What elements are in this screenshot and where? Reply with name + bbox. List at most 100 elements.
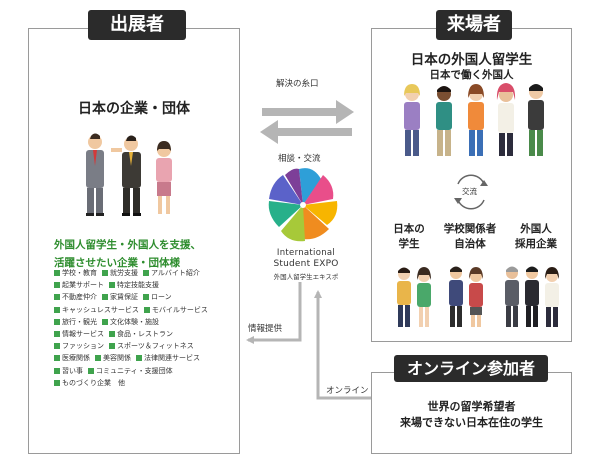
logo-text-line-1: International: [276, 248, 336, 258]
online-line-2: 来場できない日本在住の学生: [400, 416, 543, 429]
industry-label: スポーツ＆フィットネス: [117, 342, 194, 351]
green-square-icon: [109, 343, 115, 350]
industry-item: 食品・レストラン: [109, 328, 173, 340]
industry-label: 起業サポート: [62, 281, 104, 290]
solution-label: 解決の糸口: [276, 79, 319, 89]
category-recruiting-companies: 外国人 採用企業: [506, 222, 566, 252]
visitors-tag: 来場者: [436, 10, 512, 40]
industry-item: 学校・教育: [54, 267, 97, 279]
industry-item: 不動産仲介: [54, 291, 97, 303]
industry-item: 特定技能支援: [109, 279, 159, 291]
exhibitors-subtitle: 日本の企業・団体: [78, 101, 190, 117]
industry-label: 食品・レストラン: [117, 330, 173, 339]
exhibitors-panel: [28, 28, 240, 454]
green-square-icon: [143, 306, 150, 313]
industry-row: 不動産仲介 家賃保証 ローン: [54, 291, 234, 303]
green-square-icon: [54, 270, 60, 276]
exchange-cycle-icon: [454, 174, 488, 210]
logo-text-line-2: Student EXPO: [273, 259, 339, 269]
category-line: 学校関係者: [443, 223, 497, 235]
industry-list: 学校・教育 就労支援 アルバイト紹介起業サポート 特定技能支援不動産仲介 家賃保証 ローン…: [54, 267, 234, 389]
industry-label: 不動産仲介: [62, 293, 97, 302]
logo-text-line-3: 外国人留学生エキスポ: [273, 273, 339, 281]
green-square-icon: [109, 282, 115, 289]
green-square-icon: [95, 355, 101, 362]
description-line-2: 活躍させたい企業・団体様: [54, 257, 180, 269]
industry-label: ファッション: [62, 342, 104, 351]
industry-item: スポーツ＆フィットネス: [109, 340, 194, 352]
industry-item: 法律関連サービス: [136, 352, 200, 364]
industry-item: ものづくり企業 他: [54, 377, 125, 389]
industry-row: 習い事 コミュニティ・支援団体: [54, 365, 234, 377]
green-square-icon: [88, 367, 94, 374]
industry-item: 医療関係: [54, 352, 90, 364]
industry-item: ローン: [143, 291, 172, 303]
green-square-icon: [54, 282, 60, 289]
business-people-illustration: [86, 133, 172, 216]
industry-row: ファッション スポーツ＆フィットネス: [54, 340, 234, 352]
industry-label: 情報サービス: [62, 330, 104, 339]
online-panel: [371, 372, 572, 454]
online-line-1: 世界の留学希望者: [427, 400, 516, 413]
industry-label: 美容関係: [103, 354, 131, 363]
category-line: 採用企業: [515, 238, 557, 250]
green-square-icon: [136, 355, 142, 362]
category-line: 日本の: [393, 223, 425, 235]
online-arrow: [314, 290, 371, 400]
green-square-icon: [143, 294, 149, 301]
exhibitors-tag: 出展者: [88, 10, 186, 40]
industry-item: 習い事: [54, 365, 83, 377]
visitor-categories-illustration: [397, 266, 559, 327]
category-line: 自治体: [454, 238, 486, 250]
online-tag: オンライン参加者: [394, 355, 548, 382]
green-square-icon: [143, 270, 149, 276]
category-japanese-students: 日本の 学生: [384, 222, 434, 252]
category-line: 学生: [398, 238, 420, 250]
category-line: 外国人: [520, 223, 552, 235]
industry-label: 法律関連サービス: [144, 354, 200, 363]
foreign-students-illustration: [404, 83, 544, 156]
industry-label: アルバイト紹介: [151, 269, 200, 277]
green-square-icon: [102, 294, 108, 301]
industry-row: ものづくり企業 他: [54, 377, 234, 389]
industry-row: 学校・教育 就労支援 アルバイト紹介: [54, 267, 234, 279]
visitors-subtitle: 日本で働く外国人: [429, 69, 514, 81]
exchange-arrows-icon: [260, 100, 354, 144]
industry-label: 医療関係: [62, 354, 90, 363]
industry-item: 美容関係: [95, 352, 131, 364]
visitors-title: 日本の外国人留学生: [410, 52, 533, 68]
industry-label: ローン: [151, 293, 172, 302]
green-square-icon: [54, 306, 60, 313]
industry-row: 起業サポート 特定技能支援: [54, 279, 234, 291]
info-provision-label: 情報提供: [248, 324, 283, 334]
industry-item: コミュニティ・支援団体: [88, 365, 173, 377]
green-square-icon: [54, 355, 60, 362]
green-square-icon: [102, 318, 108, 325]
industry-item: 文化体験・施設: [102, 316, 159, 328]
green-square-icon: [54, 379, 60, 386]
industry-item: キャッシュレスサービス: [54, 304, 139, 316]
industry-item: 家賃保証: [102, 291, 138, 303]
expo-pinwheel-icon: [268, 168, 338, 242]
industry-item: モバイルサービス: [143, 304, 208, 316]
green-square-icon: [54, 294, 60, 301]
industry-label: コミュニティ・支援団体: [96, 366, 173, 375]
industry-row: 旅行・観光文化体験・施設: [54, 316, 234, 328]
industry-row: 情報サービス 食品・レストラン: [54, 328, 234, 340]
industry-item: 起業サポート: [54, 279, 104, 291]
industry-label: 特定技能支援: [117, 281, 159, 290]
green-square-icon: [109, 331, 115, 338]
industry-label: 学校・教育: [62, 269, 97, 277]
industry-label: 旅行・観光: [62, 317, 97, 326]
industry-item: 旅行・観光: [54, 316, 97, 328]
industry-item: ファッション: [54, 340, 104, 352]
industry-label: キャッシュレスサービス: [62, 305, 139, 314]
consult-label: 相談・交流: [278, 154, 321, 164]
industry-label: 家賃保証: [110, 293, 138, 302]
green-square-icon: [54, 331, 60, 338]
description-line-1: 外国人留学生・外国人を支援、: [54, 239, 201, 251]
industry-label: 就労支援: [110, 269, 138, 277]
exchange-label: 交流: [462, 187, 477, 196]
industry-row: キャッシュレスサービスモバイルサービス: [54, 304, 234, 316]
